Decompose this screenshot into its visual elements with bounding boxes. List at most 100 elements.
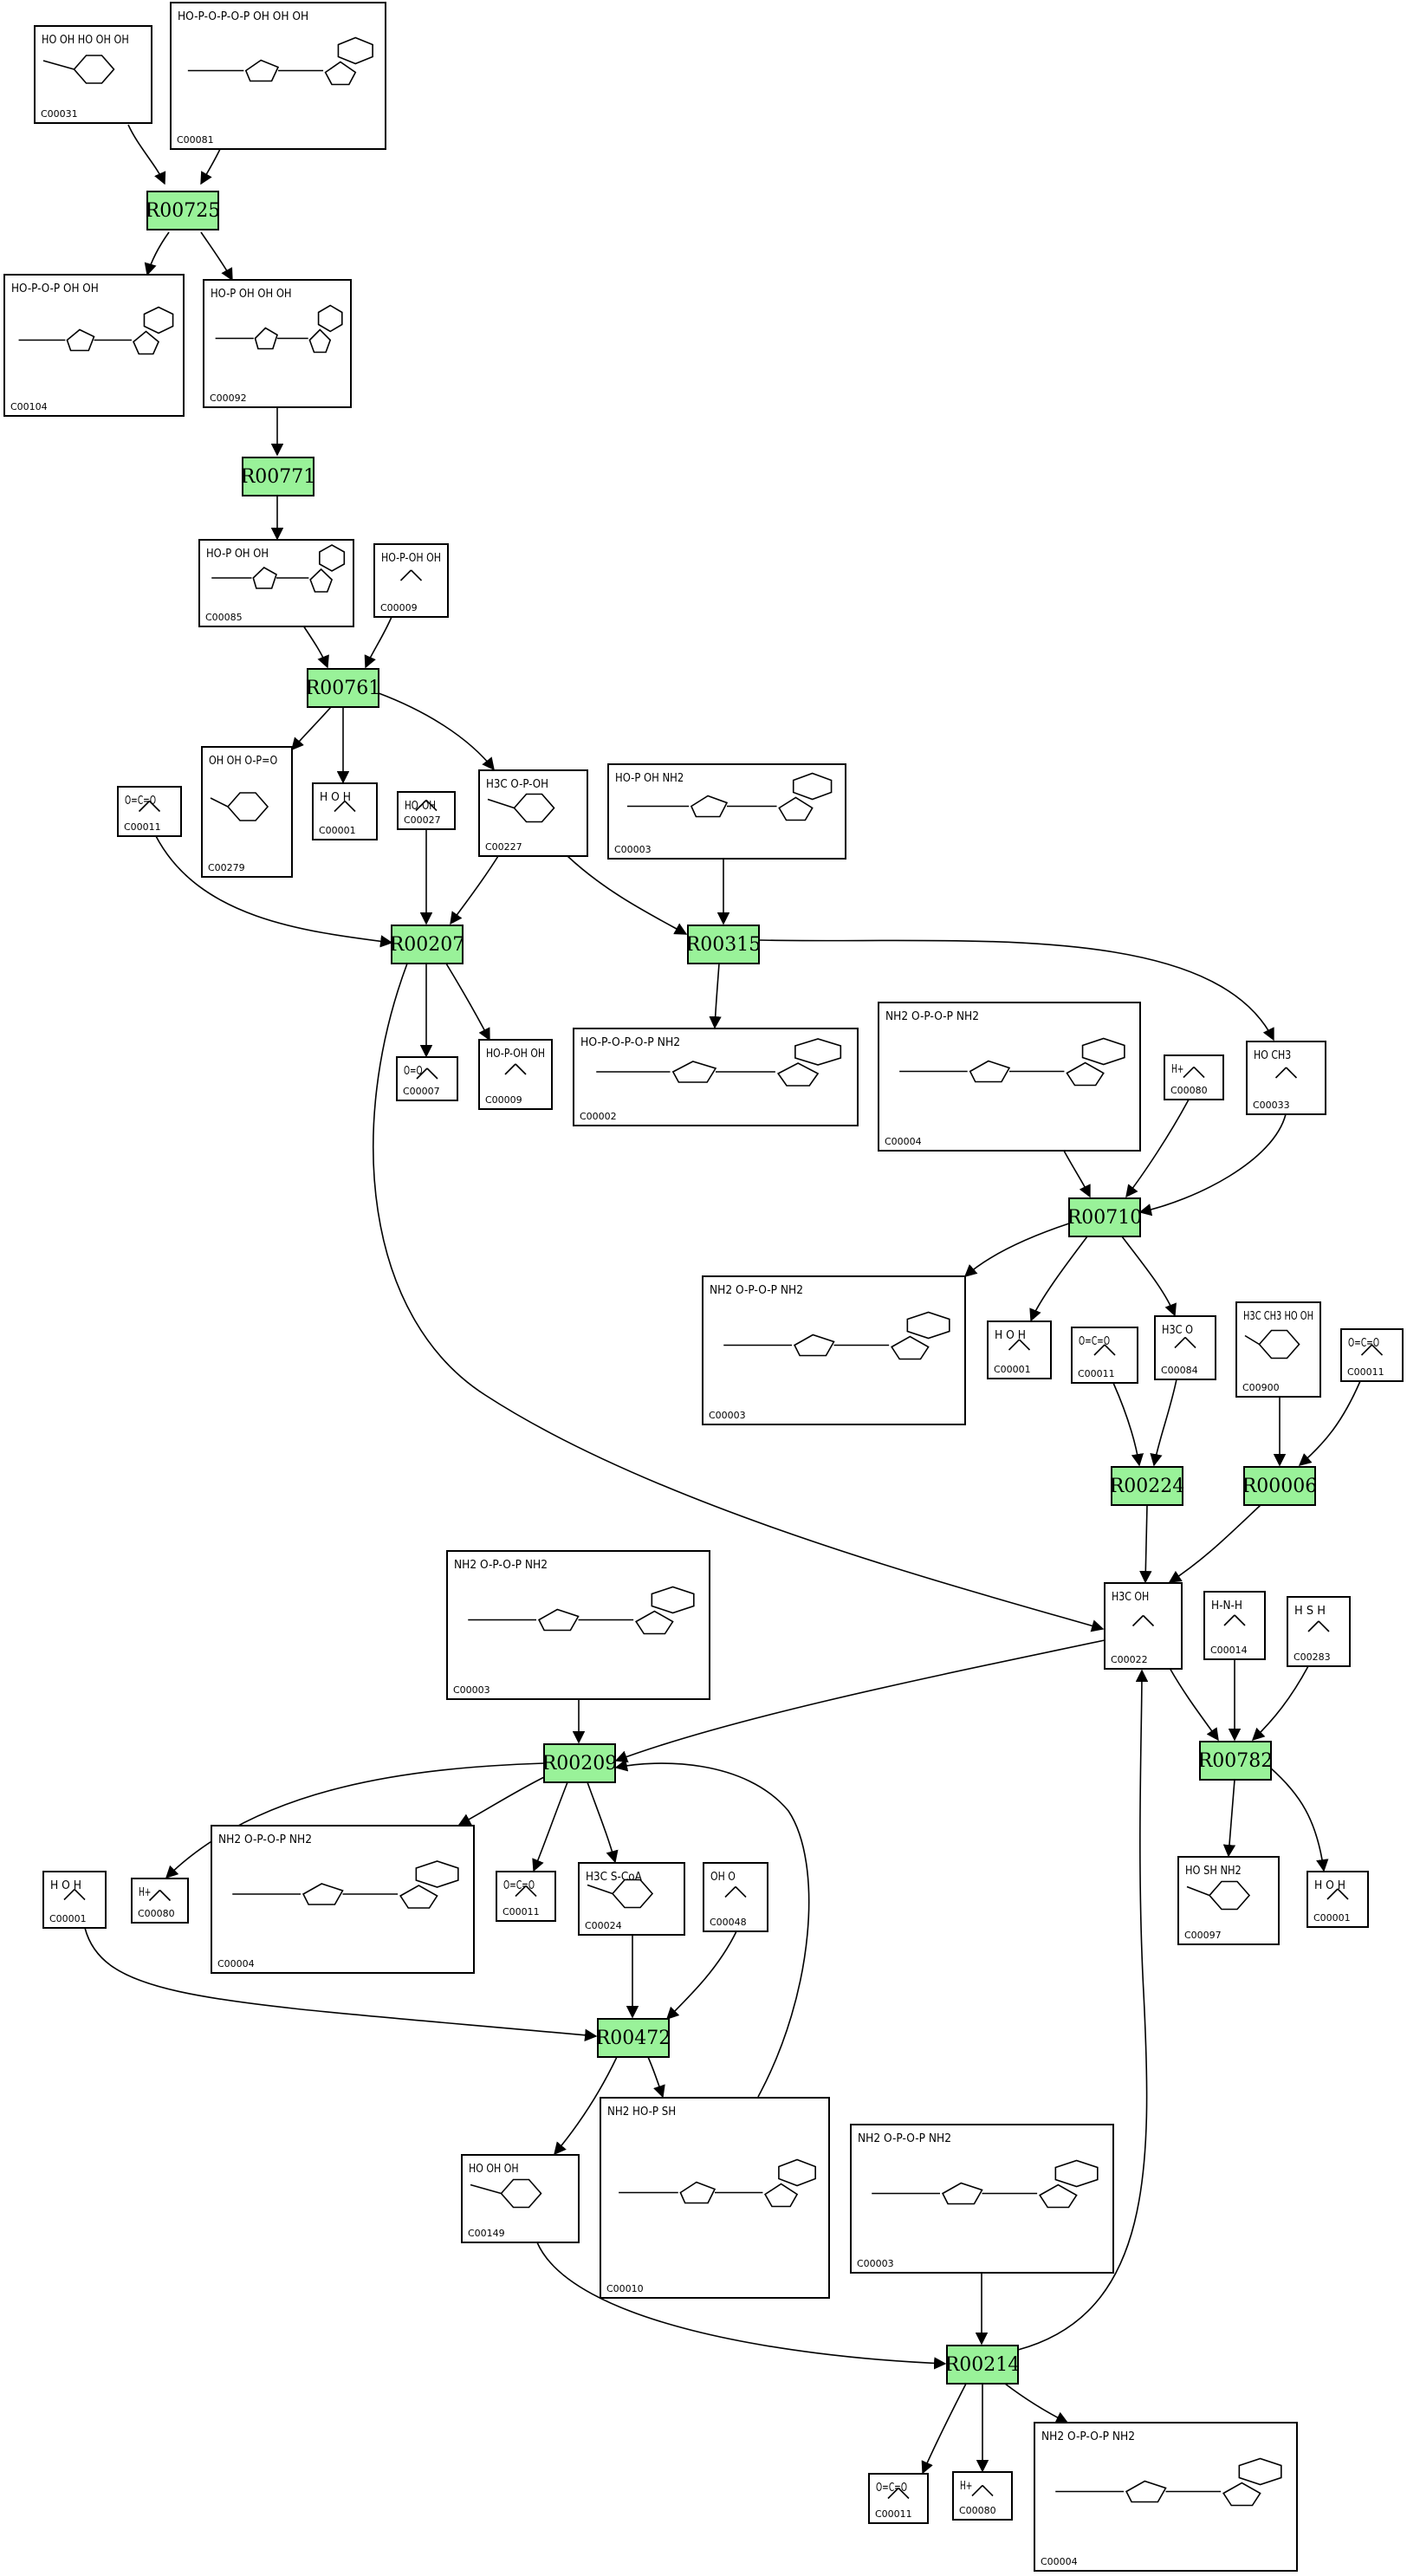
reaction-node-r00710[interactable]: R00710	[1067, 1197, 1143, 1237]
structure-formula: HO-P-O-P OH OH	[11, 282, 99, 295]
structure-formula: O=C=O	[1079, 1335, 1110, 1348]
compound-id-label: C00003	[453, 1684, 490, 1696]
structure-formula: NH2 HO-P SH	[607, 2106, 676, 2119]
compound-id-label: C00024	[585, 1920, 622, 1931]
edge-c00011b-to-r00224	[1112, 1382, 1144, 1467]
structure-drawing	[1183, 1066, 1205, 1079]
edge-c00048-to-r00472	[665, 1930, 737, 2021]
reaction-node-r00472[interactable]: R00472	[596, 2018, 671, 2058]
reaction-node-r00771[interactable]: R00771	[241, 457, 316, 496]
structure-formula: O=C=O	[876, 2482, 907, 2495]
compound-node-c00009[interactable]: HO-P-OH OH C00009	[373, 543, 449, 618]
reaction-node-r00214[interactable]: R00214	[945, 2345, 1021, 2385]
structure-drawing	[487, 793, 555, 823]
structure-drawing	[468, 1586, 695, 1635]
compound-node-c00011[interactable]: O=C=O C00011	[496, 1871, 556, 1922]
compound-id-label: C00009	[380, 602, 418, 613]
edge-r00224-to-c00022	[1139, 1504, 1152, 1584]
reaction-node-r00315[interactable]: R00315	[686, 925, 762, 964]
edge-c00227-to-r00315	[567, 855, 688, 935]
compound-node-c00080[interactable]: H+C00080	[1164, 1054, 1224, 1100]
structure-formula: HO OH HO OH OH	[42, 34, 129, 47]
edge-r00472-to-c00010	[647, 2056, 665, 2099]
structure-formula: OH O	[710, 1871, 736, 1884]
edge-r00209-to-c00024	[587, 1781, 619, 1864]
structure-formula: H+	[139, 1886, 151, 1899]
reaction-node-r00725[interactable]: R00725	[146, 191, 221, 230]
structure-drawing	[1274, 1067, 1298, 1079]
compound-node-c00011[interactable]: O=C=O C00011	[868, 2473, 929, 2524]
edge-r00214-to-c00022	[1017, 1669, 1149, 2351]
reaction-node-r00224[interactable]: R00224	[1110, 1466, 1185, 1506]
structure-formula: H3C O	[1162, 1324, 1193, 1337]
structure-drawing	[872, 2159, 1099, 2209]
compound-id-label: C00011	[1347, 1366, 1384, 1378]
compound-id-label: C00001	[49, 1913, 87, 1924]
structure-formula: HO-P-OH OH	[381, 552, 441, 565]
compound-id-label: C00900	[1242, 1382, 1280, 1393]
compound-id-label: C00033	[1253, 1100, 1290, 1111]
edge-c00004a-to-r00710	[1063, 1150, 1091, 1198]
compound-node-c00080[interactable]: H+C00080	[131, 1878, 189, 1924]
structure-drawing	[1326, 1888, 1349, 1900]
compound-id-label: C00011	[875, 2508, 912, 2520]
structure-drawing	[1055, 2457, 1282, 2507]
reaction-label: R00725	[146, 200, 221, 222]
compound-node-c00104[interactable]: HO-P-O-P OH OH C00104	[3, 274, 185, 417]
reaction-node-r00207[interactable]: R00207	[390, 925, 465, 964]
structure-formula: HO-P OH OH OH	[211, 288, 292, 301]
structure-formula: HO-P OH NH2	[615, 772, 684, 785]
structure-drawing	[470, 2178, 542, 2209]
edge-r00209-to-c00004b	[457, 1775, 547, 1826]
reaction-node-r00761[interactable]: R00761	[306, 668, 381, 708]
structure-drawing	[1093, 1344, 1116, 1356]
structure-formula: O=C=O	[503, 1879, 535, 1892]
compound-node-c00080[interactable]: H+C00080	[952, 2471, 1013, 2521]
edge-r00782-to-c00097	[1222, 1779, 1236, 1858]
reaction-node-r00006[interactable]: R00006	[1242, 1466, 1318, 1506]
reaction-node-r00209[interactable]: R00209	[542, 1743, 618, 1783]
structure-drawing	[1174, 1336, 1196, 1349]
compound-id-label: C00011	[502, 1906, 540, 1917]
reaction-node-r00782[interactable]: R00782	[1198, 1741, 1274, 1781]
edge-r00214-to-c00011e	[921, 2383, 967, 2475]
compound-id-label: C00104	[10, 401, 48, 412]
edge-c00084-to-r00224	[1150, 1379, 1177, 1467]
reaction-label: R00472	[596, 2028, 671, 2049]
